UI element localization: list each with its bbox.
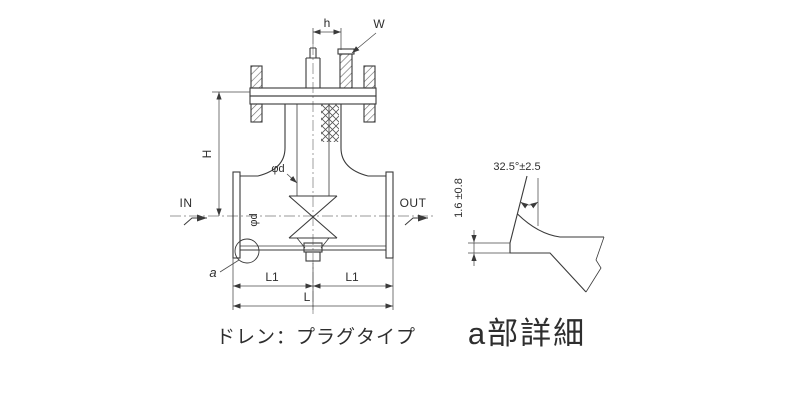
h-ext-lines [312, 28, 342, 50]
detail-view: 32.5°±2.5 1.6 ±0.8 a部詳細 [453, 161, 605, 351]
dim-label-length: L [304, 290, 311, 304]
bolt-left-bottom [250, 103, 263, 123]
flange-plate-lower [249, 95, 377, 105]
bolt-left-top [250, 65, 263, 89]
strainer-mesh [321, 104, 339, 142]
main-caption: ドレン：プラグタイプ [216, 326, 416, 348]
angle-dim-label: 32.5°±2.5 [493, 161, 540, 173]
root-face-ext-lines [468, 242, 510, 254]
dim-label-height: H [200, 150, 214, 159]
dim-label-l1-right: L1 [345, 270, 359, 284]
angle-arc [520, 201, 539, 209]
in-flow-arrow [183, 214, 207, 226]
dim-label-w: W [373, 17, 385, 31]
dimensions [212, 28, 394, 310]
body-flange-right [385, 171, 394, 259]
dim-label-l1-left: L1 [265, 270, 279, 284]
bore-top-label: φd [271, 163, 284, 175]
inlet-label: IN [180, 196, 193, 210]
bolt-right-bottom [363, 103, 376, 123]
bore-top-leader [286, 173, 298, 184]
neck-right-wall [340, 104, 369, 177]
bolt-right-top [363, 65, 376, 89]
neck-left-wall [257, 104, 286, 177]
valve-disc-cross [288, 195, 338, 239]
length-ext-lines [232, 258, 394, 310]
root-face-dim-label: 1.6 ±0.8 [453, 178, 465, 218]
detail-callout-leader [219, 259, 240, 273]
body-flange-left [232, 171, 241, 259]
dim-label-h: h [324, 16, 331, 30]
drain-plug-head [305, 251, 321, 262]
valve-outline [232, 47, 394, 262]
main-view: h W H IN OUT φd φd a L1 L1 L ドレン：プラグタイプ [170, 16, 436, 348]
detail-ref-label: a [209, 265, 216, 280]
boss-surface-line [517, 213, 604, 238]
vent-bolt [339, 53, 353, 89]
detail-title: a部詳細 [468, 316, 586, 351]
top-stem [305, 47, 321, 88]
detail-dimensions [468, 178, 539, 266]
bore-side-label: φd [248, 213, 260, 226]
w-leader-line [351, 32, 377, 54]
vent-bolt-cap [337, 48, 355, 55]
break-line [585, 236, 605, 293]
flow-arrows [183, 214, 428, 226]
outlet-label: OUT [400, 196, 427, 210]
detail-outline [509, 175, 605, 293]
out-flow-arrow [404, 214, 428, 226]
detail-callout-circle [234, 238, 260, 264]
